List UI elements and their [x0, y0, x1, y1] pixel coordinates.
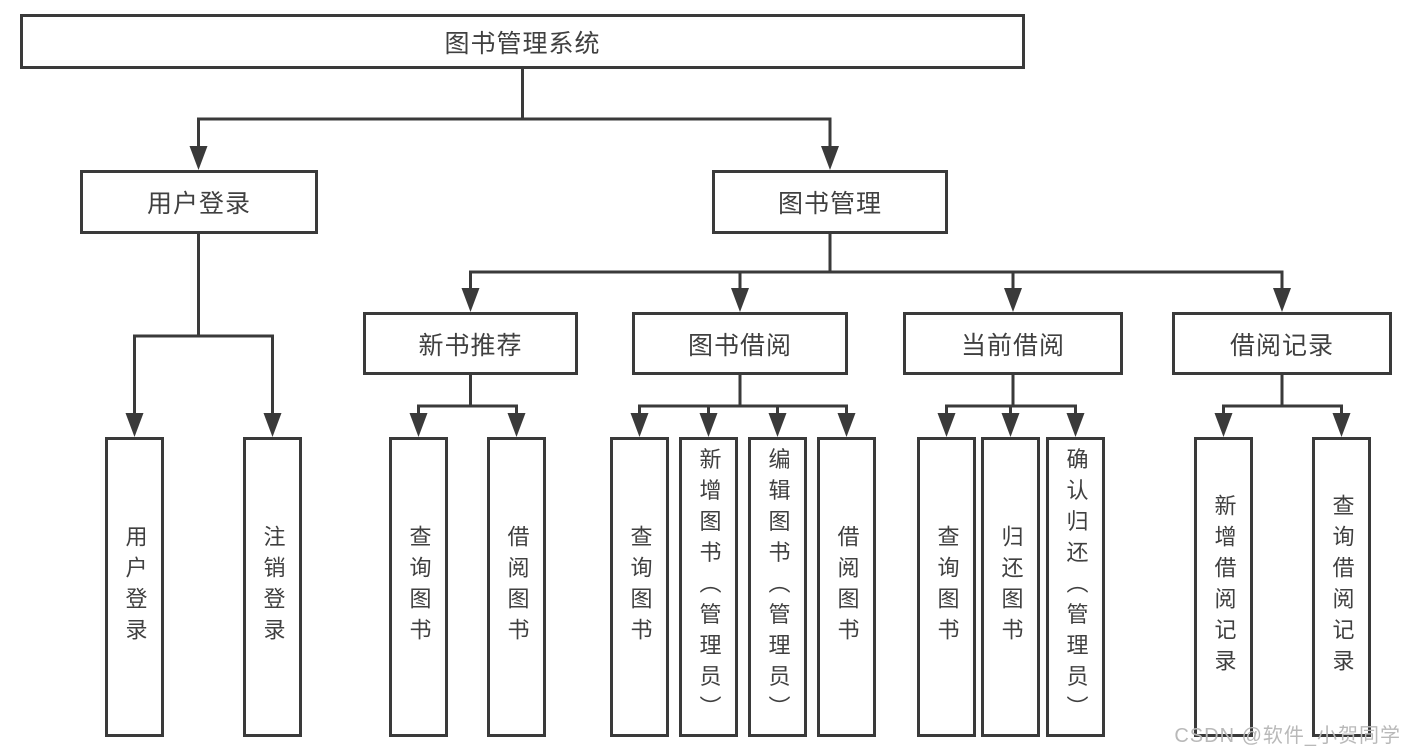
vertical-label: 新增借阅记录	[1211, 494, 1237, 680]
leaf-add-borrow-record: 新增借阅记录	[1194, 437, 1253, 737]
leaf-return-book: 归还图书	[981, 437, 1040, 737]
leaf-edit-book-admin: 编辑图书（管理员）	[748, 437, 807, 737]
vertical-label: 用户登录	[122, 525, 148, 649]
leaf-query-books-current: 查询图书	[917, 437, 976, 737]
vertical-label: 注销登录	[260, 525, 286, 649]
leaf-query-books-recommend: 查询图书	[389, 437, 448, 737]
vertical-label: 查询图书	[934, 525, 960, 649]
vertical-label: 借阅图书	[834, 525, 860, 649]
leaf-borrow-books-recommend: 借阅图书	[487, 437, 546, 737]
vertical-label: 查询借阅记录	[1329, 494, 1355, 680]
connector-group	[125, 69, 1351, 437]
leaf-add-book-admin: 新增图书（管理员）	[679, 437, 738, 737]
node-borrowing-records: 借阅记录	[1172, 312, 1392, 375]
vertical-label: 编辑图书（管理员）	[765, 447, 791, 727]
node-library-management-system: 图书管理系统	[20, 14, 1025, 69]
vertical-label: 确认归还（管理员）	[1063, 447, 1089, 727]
leaf-user-login: 用户登录	[105, 437, 164, 737]
leaf-confirm-return-admin: 确认归还（管理员）	[1046, 437, 1105, 737]
leaf-borrow-books-borrowing: 借阅图书	[817, 437, 876, 737]
node-user-login: 用户登录	[80, 170, 318, 234]
vertical-label: 查询图书	[406, 525, 432, 649]
vertical-label: 归还图书	[998, 525, 1024, 649]
vertical-label: 新增图书（管理员）	[696, 447, 722, 727]
vertical-label: 查询图书	[627, 525, 653, 649]
node-current-borrowing: 当前借阅	[903, 312, 1123, 375]
leaf-query-borrow-record: 查询借阅记录	[1312, 437, 1371, 737]
node-new-book-recommendation: 新书推荐	[363, 312, 578, 375]
leaf-logout: 注销登录	[243, 437, 302, 737]
node-book-borrowing: 图书借阅	[632, 312, 848, 375]
leaf-query-books-borrowing: 查询图书	[610, 437, 669, 737]
vertical-label: 借阅图书	[504, 525, 530, 649]
node-book-management: 图书管理	[712, 170, 948, 234]
